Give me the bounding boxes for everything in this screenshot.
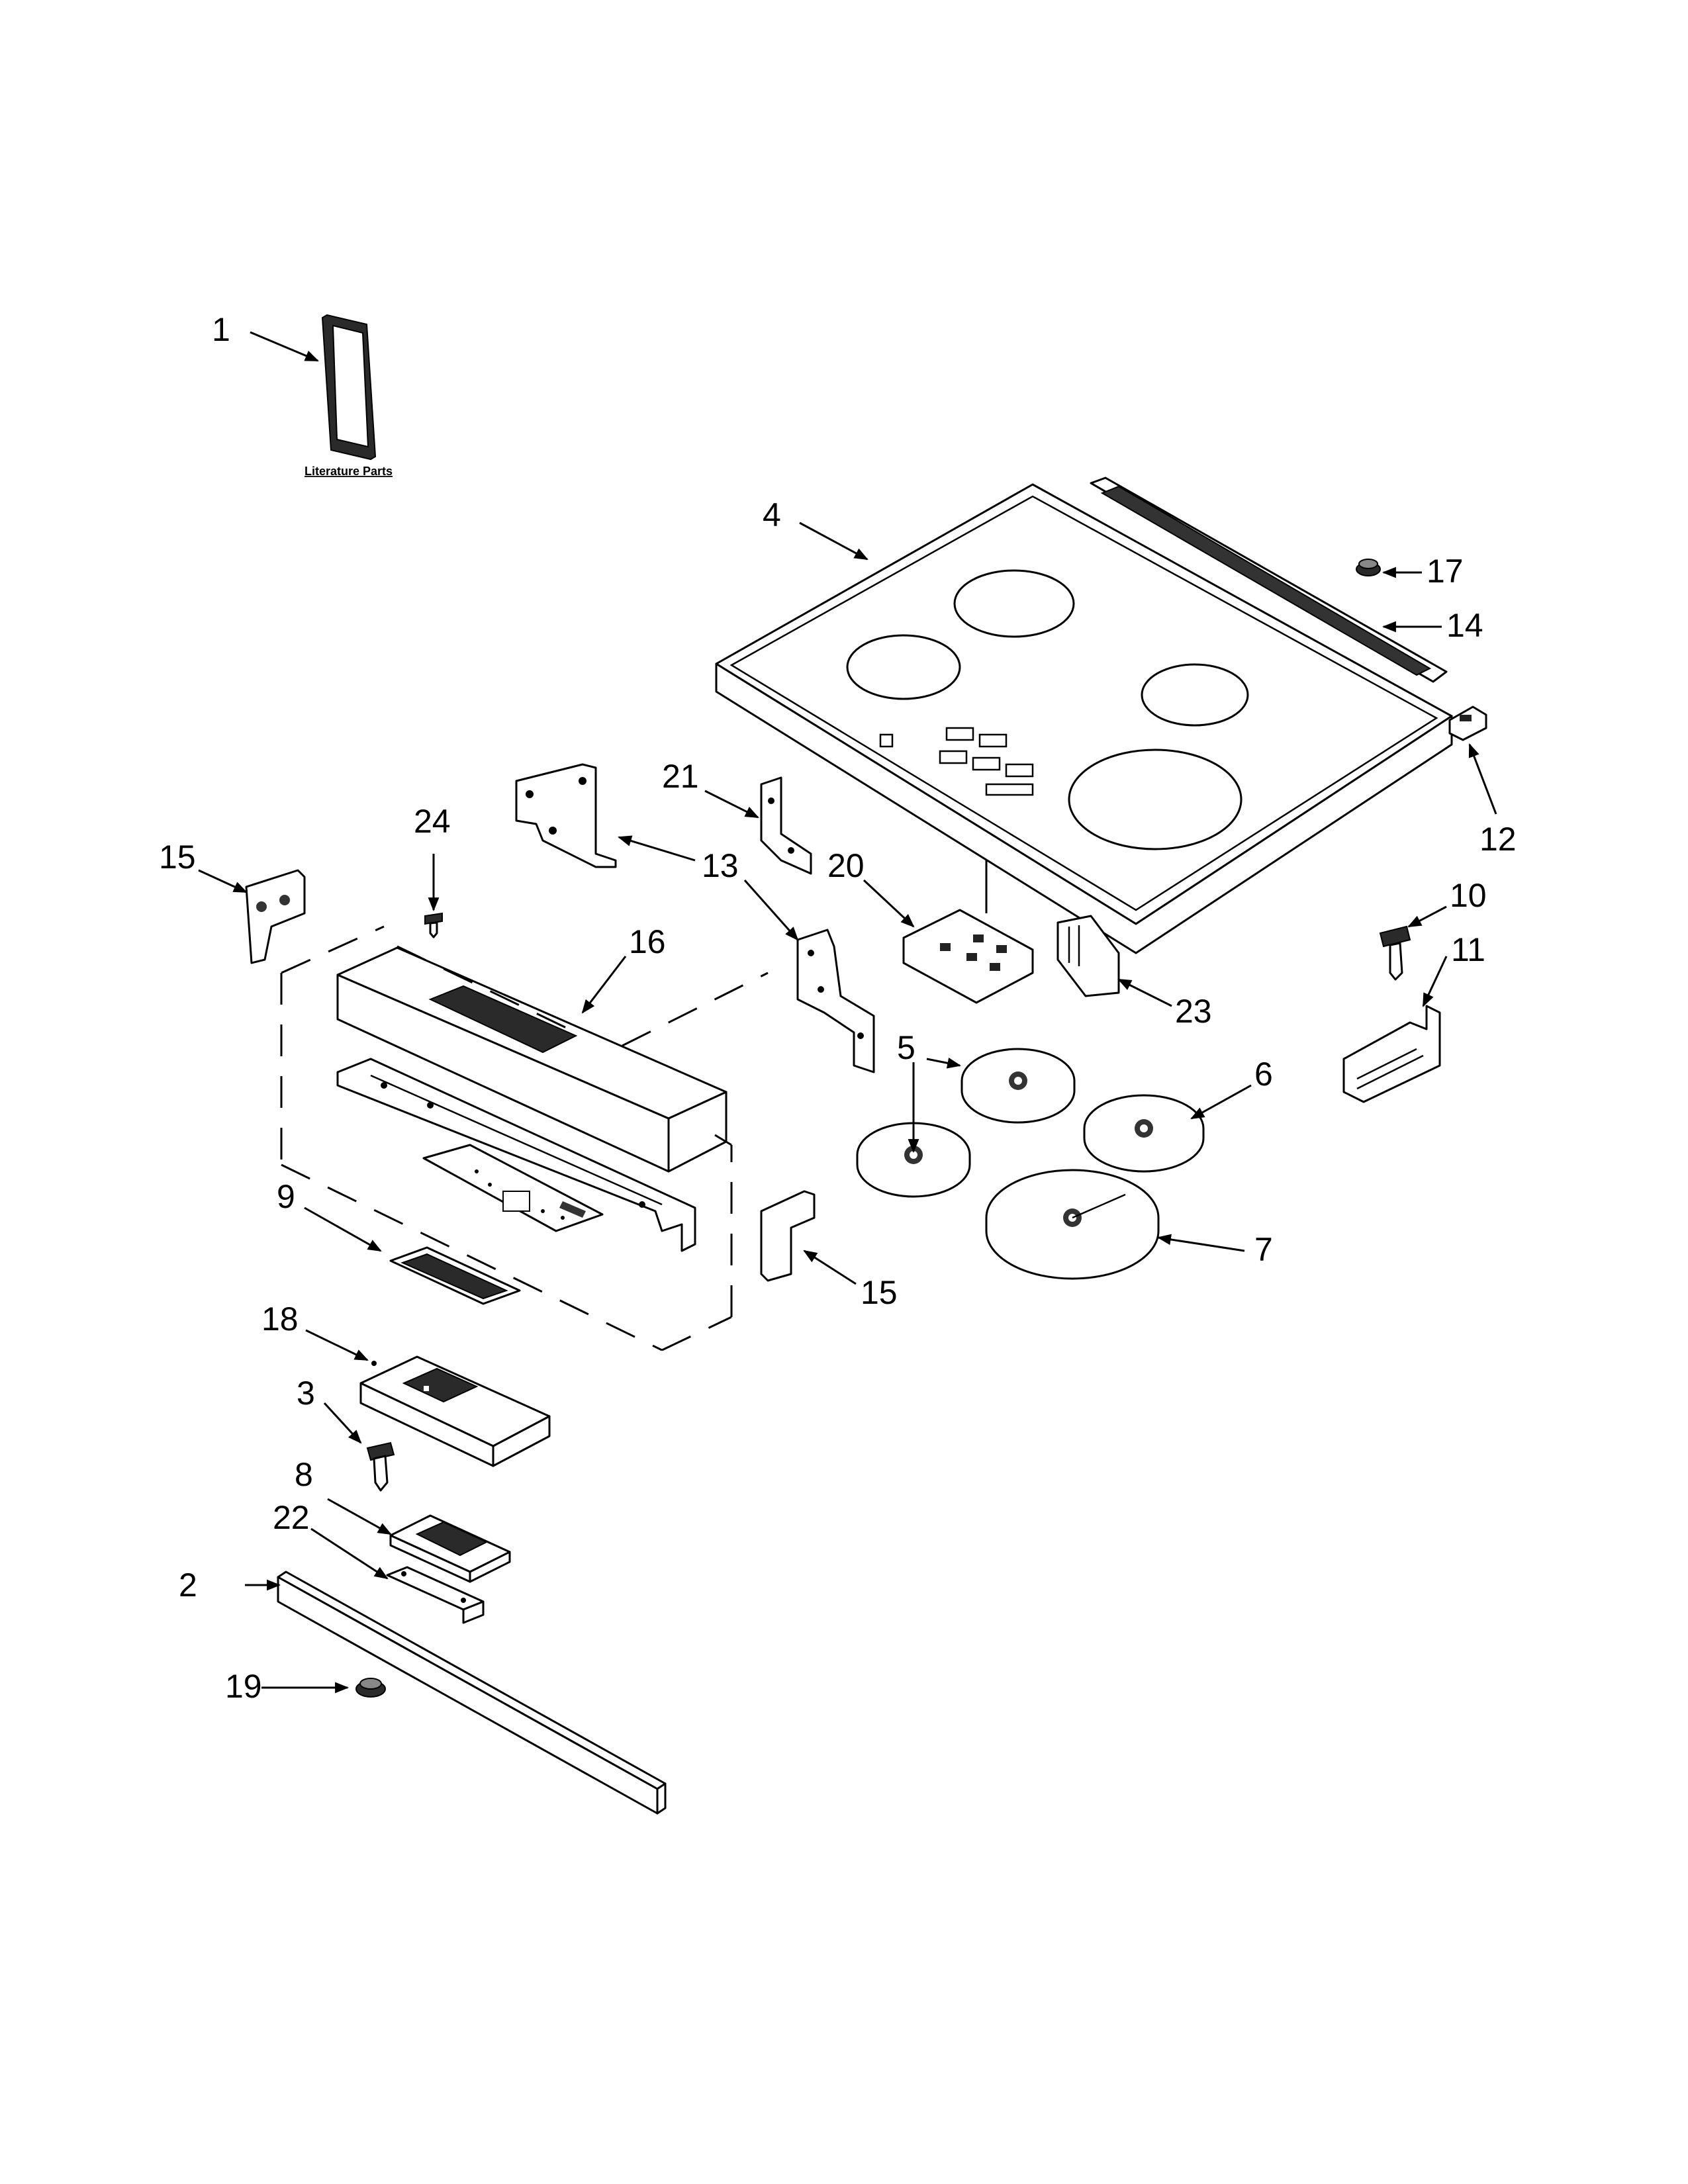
part-end-cap-right [760, 1190, 816, 1282]
burner-ring-back-right [1141, 663, 1249, 727]
callout-21: 21 [662, 758, 699, 795]
callout-20: 20 [827, 847, 865, 884]
part-clip [1448, 705, 1487, 741]
part-anti-tip-bracket [1342, 1005, 1441, 1103]
part-control-panel-overlay [422, 1144, 604, 1232]
callout-9: 9 [277, 1178, 295, 1215]
callout-5: 5 [897, 1029, 915, 1066]
callout-23: 23 [1175, 993, 1212, 1030]
part-side-bracket-lower [796, 929, 875, 1073]
part-rear-trim-strip [1090, 477, 1448, 683]
callout-6: 6 [1254, 1056, 1273, 1093]
burner-ring-front-right [1068, 749, 1243, 850]
part-control-housing [336, 946, 727, 1252]
part-control-board [902, 909, 1034, 1004]
callout-labels: 1 2 3 4 5 6 7 8 9 10 11 12 13 14 15 15 1… [159, 311, 1517, 1705]
part-bracket-plate [386, 1566, 485, 1624]
callout-13: 13 [702, 847, 739, 884]
part-display-overlay [389, 1246, 521, 1305]
part-insulator [1056, 915, 1120, 997]
part-screw-3 [366, 1441, 395, 1492]
part-side-bracket-upper [515, 763, 617, 868]
part-electronic-control [359, 1355, 551, 1467]
burner-ring-back-left [846, 634, 961, 700]
callout-14: 14 [1446, 607, 1483, 644]
callout-19: 19 [225, 1668, 262, 1705]
part-literature-booklet: Literature Parts [305, 314, 393, 478]
part-cooktop-glass [715, 483, 1453, 954]
callout-2: 2 [179, 1567, 197, 1604]
burner-ring-back-center [953, 569, 1075, 638]
callout-1: 1 [212, 311, 230, 348]
part-surface-element-small-left [856, 1122, 971, 1198]
callout-10: 10 [1450, 877, 1487, 914]
callout-4: 4 [763, 496, 781, 533]
part-nut-19 [355, 1678, 386, 1698]
callout-17: 17 [1427, 553, 1464, 590]
callout-12: 12 [1479, 821, 1517, 858]
part-bumper [1356, 559, 1381, 576]
literature-parts-label: Literature Parts [305, 465, 393, 478]
part-front-trim-bar [277, 1570, 667, 1815]
callout-15-upper: 15 [159, 839, 196, 876]
callout-24: 24 [414, 803, 451, 840]
callout-15-lower: 15 [861, 1274, 898, 1311]
callout-16: 16 [629, 923, 666, 960]
control-panel-pads [879, 727, 1034, 796]
callout-8: 8 [295, 1456, 313, 1493]
part-screw-24 [424, 912, 443, 938]
callout-3: 3 [297, 1375, 315, 1412]
dashed-assembly-outline [280, 925, 769, 1351]
part-surface-element-large [985, 1169, 1160, 1280]
part-end-cap-left [245, 869, 306, 964]
callout-18: 18 [261, 1300, 299, 1338]
part-screw-10 [1379, 925, 1411, 981]
part-surface-element-medium [1083, 1094, 1205, 1173]
callout-22: 22 [273, 1499, 310, 1536]
callout-11: 11 [1451, 931, 1485, 968]
leader-lines [198, 331, 1497, 1694]
part-surface-element-small-center [961, 1048, 1076, 1124]
part-bracket-21 [760, 776, 812, 875]
part-switch-module [389, 1514, 511, 1583]
callout-7: 7 [1254, 1231, 1273, 1268]
